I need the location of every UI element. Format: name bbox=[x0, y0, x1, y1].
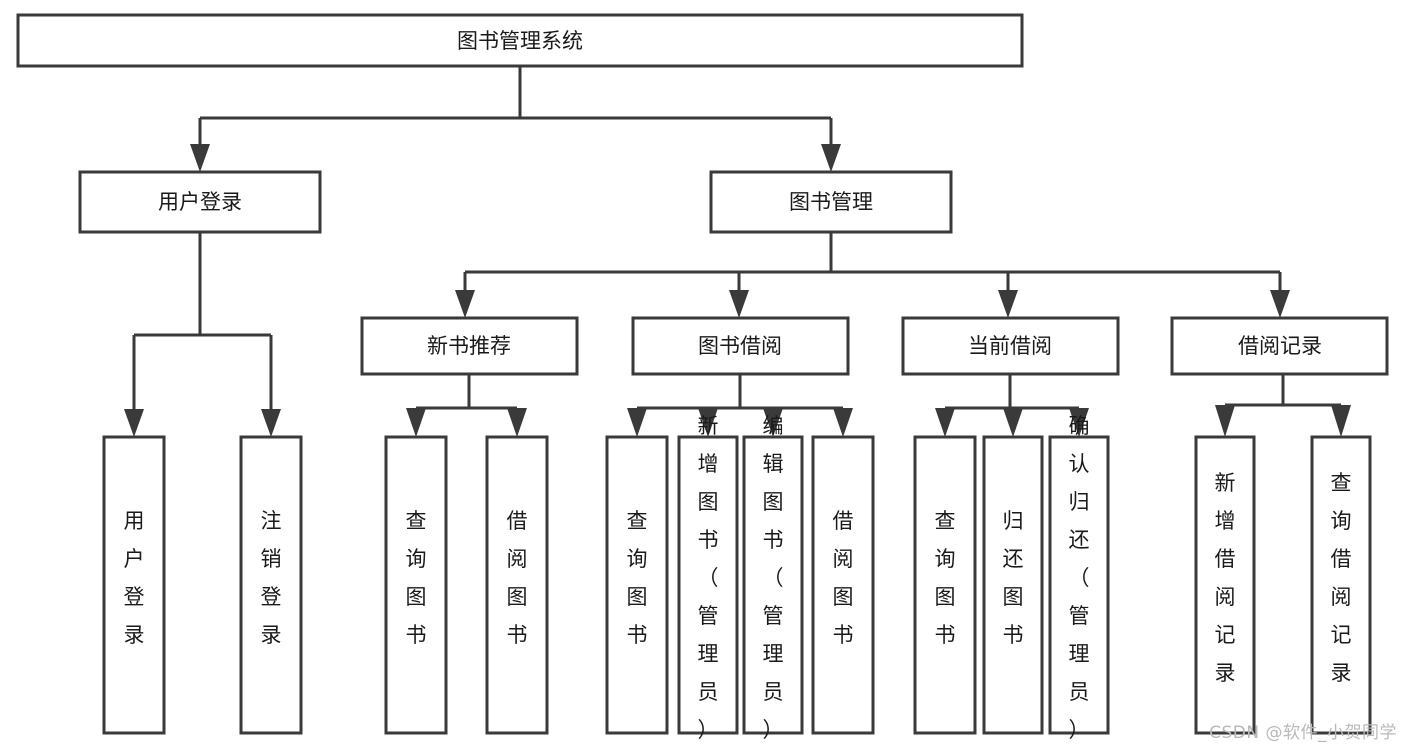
node-leaf-confirm-return-box[interactable] bbox=[1048, 435, 1110, 735]
node-borrow-record-box[interactable] bbox=[1170, 316, 1389, 376]
node-leaf-borrow-book-box[interactable] bbox=[811, 435, 875, 735]
node-book-manage[interactable]: 图书管理 bbox=[709, 170, 953, 234]
arrow-head-leaf-add-record bbox=[1215, 405, 1235, 437]
node-borrow-record[interactable]: 借阅记录 bbox=[1170, 316, 1389, 376]
leaf-node-group: 用户登录 注销登录 查询图书 借阅图书 查询图书 新增图书（管理员） bbox=[102, 414, 1372, 742]
node-leaf-query-book-rec[interactable]: 查询图书 bbox=[384, 435, 448, 735]
node-leaf-borrow-book-rec-label: 借阅图书 bbox=[507, 509, 528, 647]
arrow-head-new-book-recommend bbox=[455, 290, 475, 318]
arrow-head-book-borrow bbox=[729, 290, 749, 318]
node-current-borrow-label: 当前借阅 bbox=[968, 334, 1052, 358]
node-book-borrow-label: 图书借阅 bbox=[698, 334, 782, 358]
node-book-borrow[interactable]: 图书借阅 bbox=[631, 316, 850, 376]
node-leaf-edit-book[interactable]: 编辑图书（管理员） bbox=[742, 414, 804, 742]
node-current-borrow[interactable]: 当前借阅 bbox=[901, 316, 1120, 376]
node-user-login-label: 用户登录 bbox=[158, 190, 242, 214]
arrow-head-leaf-query-record bbox=[1331, 405, 1351, 437]
node-root[interactable]: 图书管理系统 bbox=[16, 13, 1024, 68]
node-borrow-record-label: 借阅记录 bbox=[1238, 334, 1322, 358]
node-leaf-user-logout[interactable]: 注销登录 bbox=[239, 435, 303, 735]
node-book-manage-box[interactable] bbox=[709, 170, 953, 234]
node-leaf-query-book-rec-label: 查询图书 bbox=[406, 509, 427, 647]
arrow-head-leaf-user-login bbox=[124, 409, 144, 437]
node-leaf-query-record[interactable]: 查询借阅记录 bbox=[1310, 435, 1372, 735]
node-leaf-user-login[interactable]: 用户登录 bbox=[102, 435, 166, 735]
csdn-watermark: CSDN @软件_小贺同学 bbox=[1209, 723, 1397, 743]
arrow-head-leaf-query-book-current bbox=[935, 408, 955, 437]
arrow-head-leaf-edit-book bbox=[763, 408, 783, 437]
arrow-head-leaf-borrow-book-rec bbox=[507, 408, 527, 437]
node-leaf-return-book-label: 归还图书 bbox=[1003, 509, 1024, 647]
node-new-book-recommend-label: 新书推荐 bbox=[427, 334, 511, 358]
node-leaf-borrow-book-rec-box[interactable] bbox=[485, 435, 549, 735]
arrow-head-leaf-return-book bbox=[1003, 408, 1023, 437]
connector-layer bbox=[124, 66, 1351, 437]
arrow-head-leaf-query-book-borrow bbox=[627, 408, 647, 437]
node-leaf-add-record-box[interactable] bbox=[1194, 435, 1256, 735]
node-new-book-recommend[interactable]: 新书推荐 bbox=[360, 316, 579, 376]
node-leaf-add-book-label: 新增图书（管理员） bbox=[698, 414, 719, 742]
node-leaf-confirm-return[interactable]: 确认归还（管理员） bbox=[1048, 414, 1110, 742]
arrow-head-leaf-query-book-rec bbox=[406, 408, 426, 437]
node-leaf-query-book-rec-box[interactable] bbox=[384, 435, 448, 735]
arrow-head-leaf-confirm-return bbox=[1069, 408, 1089, 437]
node-book-borrow-box[interactable] bbox=[631, 316, 850, 376]
node-leaf-borrow-book[interactable]: 借阅图书 bbox=[811, 435, 875, 735]
node-leaf-query-book-borrow[interactable]: 查询图书 bbox=[605, 435, 669, 735]
node-leaf-user-logout-label: 注销登录 bbox=[261, 509, 282, 647]
node-leaf-edit-book-label: 编辑图书（管理员） bbox=[763, 414, 784, 742]
node-leaf-user-login-box[interactable] bbox=[102, 435, 166, 735]
node-leaf-borrow-book-rec[interactable]: 借阅图书 bbox=[485, 435, 549, 735]
node-leaf-query-record-box[interactable] bbox=[1310, 435, 1372, 735]
node-leaf-query-book-current-label: 查询图书 bbox=[935, 509, 956, 647]
node-leaf-return-book[interactable]: 归还图书 bbox=[982, 435, 1044, 735]
arrow-head-book-manage bbox=[821, 144, 841, 172]
node-leaf-confirm-return-label: 确认归还（管理员） bbox=[1069, 414, 1090, 742]
node-leaf-user-logout-box[interactable] bbox=[239, 435, 303, 735]
arrow-head-leaf-add-book bbox=[698, 408, 718, 437]
node-book-manage-label: 图书管理 bbox=[789, 190, 873, 214]
arrow-head-leaf-user-logout bbox=[261, 409, 281, 437]
arrow-head-leaf-borrow-book bbox=[833, 408, 853, 437]
arrow-head-current-borrow bbox=[998, 290, 1018, 318]
node-leaf-query-book-current[interactable]: 查询图书 bbox=[913, 435, 977, 735]
arrow-head-borrow-record bbox=[1270, 290, 1290, 318]
node-leaf-return-book-box[interactable] bbox=[982, 435, 1044, 735]
node-root-label: 图书管理系统 bbox=[457, 29, 583, 53]
node-leaf-edit-book-box[interactable] bbox=[742, 435, 804, 735]
node-leaf-borrow-book-label: 借阅图书 bbox=[833, 509, 854, 647]
node-user-login-box[interactable] bbox=[78, 170, 322, 234]
node-user-login[interactable]: 用户登录 bbox=[78, 170, 322, 234]
node-leaf-add-record-label: 新增借阅记录 bbox=[1215, 471, 1236, 685]
node-leaf-query-book-current-box[interactable] bbox=[913, 435, 977, 735]
node-leaf-add-record[interactable]: 新增借阅记录 bbox=[1194, 435, 1256, 735]
arrow-head-user-login bbox=[190, 144, 210, 172]
node-leaf-user-login-label: 用户登录 bbox=[124, 509, 145, 647]
node-leaf-add-book[interactable]: 新增图书（管理员） bbox=[677, 414, 739, 742]
node-current-borrow-box[interactable] bbox=[901, 316, 1120, 376]
node-leaf-query-record-label: 查询借阅记录 bbox=[1331, 471, 1352, 685]
node-leaf-add-book-box[interactable] bbox=[677, 435, 739, 735]
node-new-book-recommend-box[interactable] bbox=[360, 316, 579, 376]
node-leaf-query-book-borrow-label: 查询图书 bbox=[627, 509, 648, 647]
node-leaf-query-book-borrow-box[interactable] bbox=[605, 435, 669, 735]
node-root-box[interactable] bbox=[16, 13, 1024, 68]
